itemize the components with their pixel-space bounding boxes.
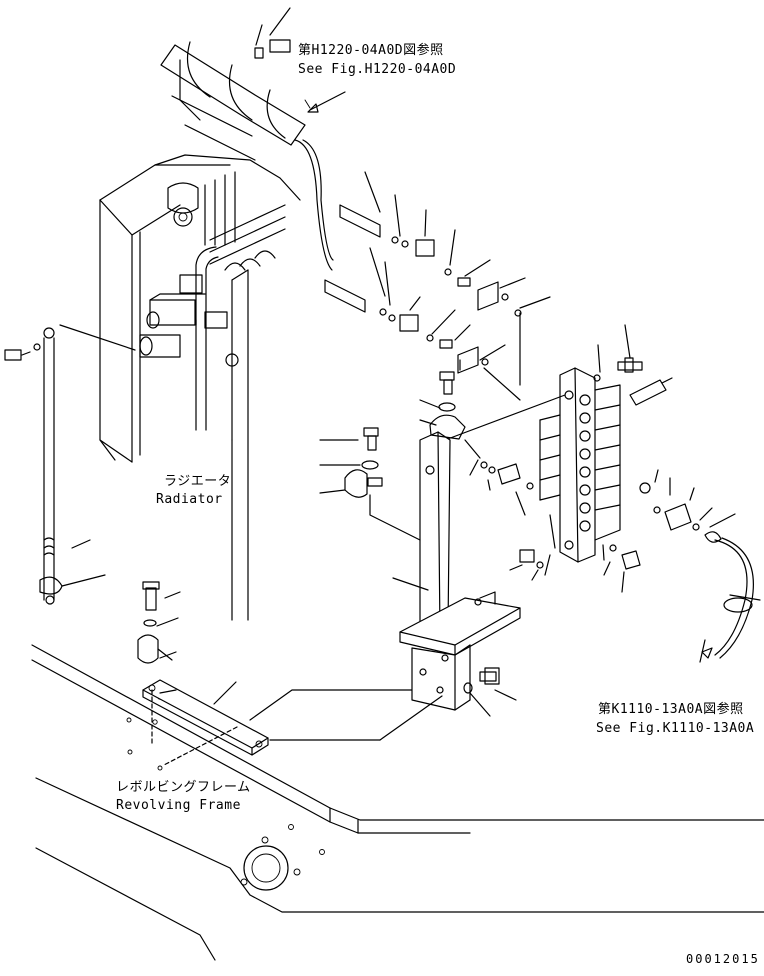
radiator-label-en: Radiator [156,492,223,507]
frame-label-jp: レボルビングフレーム [116,780,251,795]
manifold-block [444,324,761,663]
revolving-frame [31,644,764,961]
mounting-bracket [269,359,544,741]
top-clamps [160,7,346,271]
radiator-label-jp: ラジエータ [164,474,232,489]
top-reference-en: See Fig.H1220-04A0D [298,62,457,77]
radiator [59,154,301,621]
tie-rod [4,327,106,605]
lower-bracket [137,581,456,766]
bottom-reference-en: See Fig.K1110-13A0A [596,721,755,736]
frame-label-en: Revolving Frame [116,798,241,813]
bottom-reference-jp: 第K1110-13A0A図参照 [598,702,744,717]
top-reference-jp: 第H1220-04A0D図参照 [298,43,444,58]
figure-number: 00012015 [686,952,760,966]
pipe-fittings [324,171,551,401]
